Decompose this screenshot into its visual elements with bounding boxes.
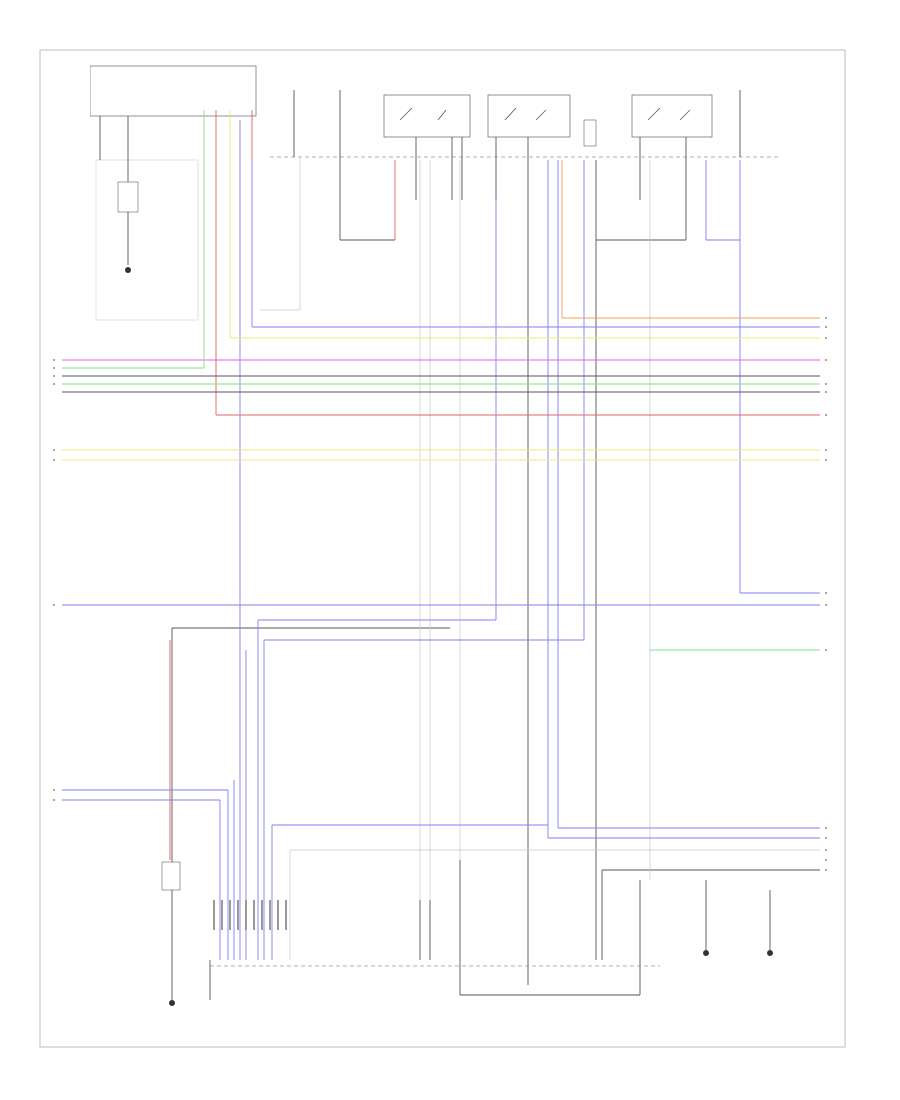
top-left-module-box: [89, 65, 257, 117]
green-wires: [62, 110, 820, 651]
blue-wires: [62, 120, 820, 960]
relay-switch-3: [647, 107, 691, 121]
relay-box-3: [631, 94, 713, 138]
relay-circuit-box: [95, 159, 199, 321]
yellow-wires: [62, 110, 820, 461]
diagram-frame: [39, 49, 846, 1048]
ground-left: [125, 267, 131, 273]
red-wires: [169, 110, 820, 860]
left-terminal-markers: [53, 359, 55, 801]
relay-box-2: [487, 94, 571, 138]
top-left-label-box: [42, 66, 90, 136]
relay-switch-1: [399, 107, 447, 121]
top-vertical-wires: [99, 90, 820, 1000]
right-terminal-markers: [825, 317, 827, 871]
connector-terminals-bottom: [213, 900, 287, 930]
ground-bottom-right-1: [703, 950, 709, 956]
black-horizontal-wires: [62, 375, 820, 393]
ground-bottom-right-2: [767, 950, 773, 956]
gray-thin-wires: [260, 157, 820, 960]
left-sensor-component: [161, 861, 181, 891]
left-relay-component: [117, 181, 139, 213]
orange-wires: [561, 160, 820, 319]
ground-mid-left: [169, 1000, 175, 1006]
relay-switch-2: [504, 107, 547, 121]
relay-box-1: [383, 94, 471, 138]
fuse-element: [583, 119, 597, 147]
